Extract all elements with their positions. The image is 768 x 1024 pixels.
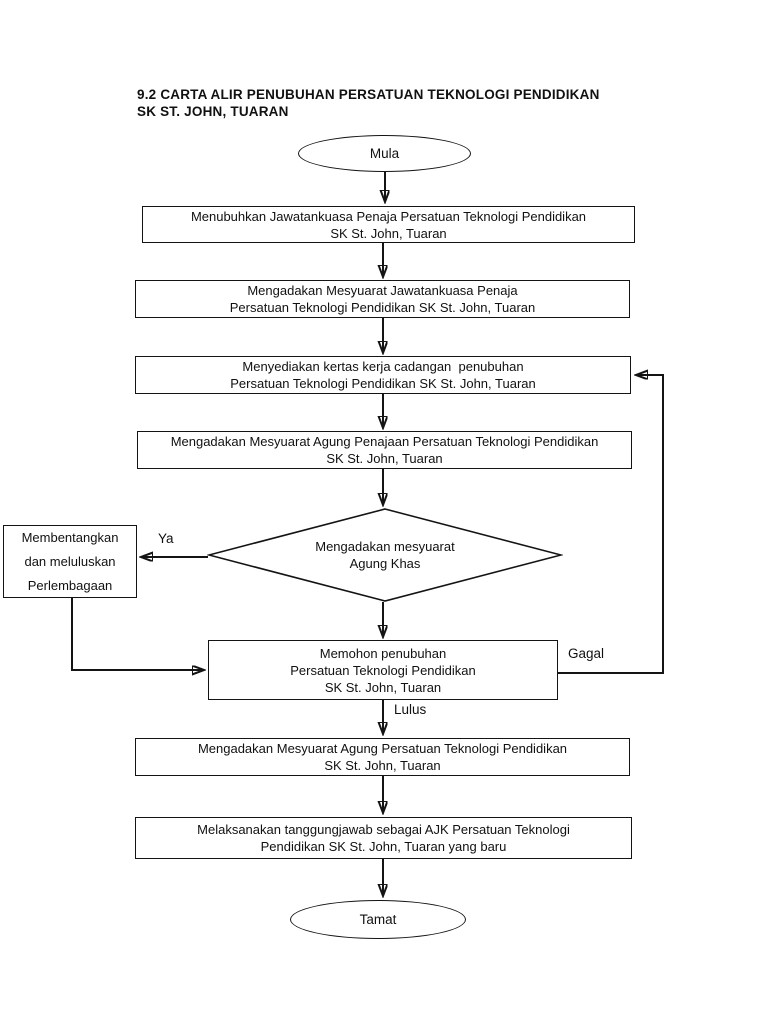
page-title-line1: 9.2 CARTA ALIR PENUBUHAN PERSATUAN TEKNO… bbox=[137, 87, 600, 102]
step-text-line: Menubuhkan Jawatankuasa Penaja Persatuan… bbox=[190, 208, 587, 224]
step-text-line: Mengadakan Mesyuarat Agung Penajaan Pers… bbox=[170, 434, 599, 449]
decision-diamond-shape bbox=[207, 508, 563, 602]
flow-start-terminator: Mula bbox=[298, 135, 471, 172]
edge-label-gagal: Gagal bbox=[568, 646, 605, 661]
step-text-line: Pendidikan SK St. John, Tuaran yang baru bbox=[260, 839, 507, 854]
step-text-line: SK St. John, Tuaran bbox=[324, 679, 442, 695]
flow-step-mesyuarat-agung-penajaan: Mengadakan Mesyuarat Agung Penajaan Pers… bbox=[137, 431, 632, 469]
step-text-line: SK St. John, Tuaran bbox=[324, 758, 441, 773]
flow-decision-mesyuarat-agung-khas: Mengadakan mesyuarat Agung Khas bbox=[207, 508, 563, 602]
flow-end-terminator: Tamat bbox=[290, 900, 466, 939]
arrow-sidebox-to-step5 bbox=[71, 598, 203, 670]
step-text-line: dan meluluskan bbox=[24, 553, 116, 569]
page-title: 9.2 CARTA ALIR PENUBUHAN PERSATUAN TEKNO… bbox=[137, 86, 677, 120]
flow-step-memohon-penubuhan: Memohon penubuhan Persatuan Teknologi Pe… bbox=[208, 640, 558, 700]
flow-start-label: Mula bbox=[369, 146, 400, 161]
decision-text-line: Mengadakan mesyuarat bbox=[315, 539, 455, 554]
step-text-line: Melaksanakan tanggungjawab sebagai AJK P… bbox=[197, 822, 570, 837]
step-text-line: Mengadakan Mesyuarat Jawatankuasa Penaja bbox=[247, 283, 518, 298]
decision-text-line: Agung Khas bbox=[349, 556, 421, 571]
arrow-step5-gagal-to-step3 bbox=[558, 375, 664, 674]
flow-step-mesyuarat-jawatankuasa: Mengadakan Mesyuarat Jawatankuasa Penaja… bbox=[135, 280, 630, 318]
step-text-line: SK St. John, Tuaran bbox=[330, 225, 447, 241]
flow-step-mesyuarat-agung: Mengadakan Mesyuarat Agung Persatuan Tek… bbox=[135, 738, 630, 776]
flow-step-tubuh-jawatankuasa: Menubuhkan Jawatankuasa Penaja Persatuan… bbox=[142, 206, 635, 243]
edge-label-lulus: Lulus bbox=[394, 702, 427, 717]
flow-step-kertas-kerja: Menyediakan kertas kerja cadangan penubu… bbox=[135, 356, 631, 394]
edge-label-ya: Ya bbox=[158, 531, 174, 546]
step-text-line: Mengadakan Mesyuarat Agung Persatuan Tek… bbox=[197, 741, 568, 756]
step-text-line: Perlembagaan bbox=[27, 577, 113, 593]
step-text-line: Membentangkan bbox=[21, 529, 119, 545]
flow-step-laksana-tanggungjawab: Melaksanakan tanggungjawab sebagai AJK P… bbox=[135, 817, 632, 859]
flow-step-perlembagaan: Membentangkan dan meluluskan Perlembagaa… bbox=[3, 525, 137, 598]
flow-end-label: Tamat bbox=[359, 912, 397, 927]
page-title-line2: SK ST. JOHN, TUARAN bbox=[137, 104, 289, 119]
step-text-line: Memohon penubuhan bbox=[319, 645, 447, 661]
step-text-line: Menyediakan kertas kerja cadangan penubu… bbox=[242, 359, 524, 374]
step-text-line: SK St. John, Tuaran bbox=[326, 451, 443, 466]
decision-text: Mengadakan mesyuarat Agung Khas bbox=[207, 508, 563, 602]
step-text-line: Persatuan Teknologi Pendidikan SK St. Jo… bbox=[229, 300, 536, 315]
step-text-line: Persatuan Teknologi Pendidikan bbox=[290, 662, 476, 678]
step-text-line: Persatuan Teknologi Pendidikan SK St. Jo… bbox=[230, 376, 536, 391]
